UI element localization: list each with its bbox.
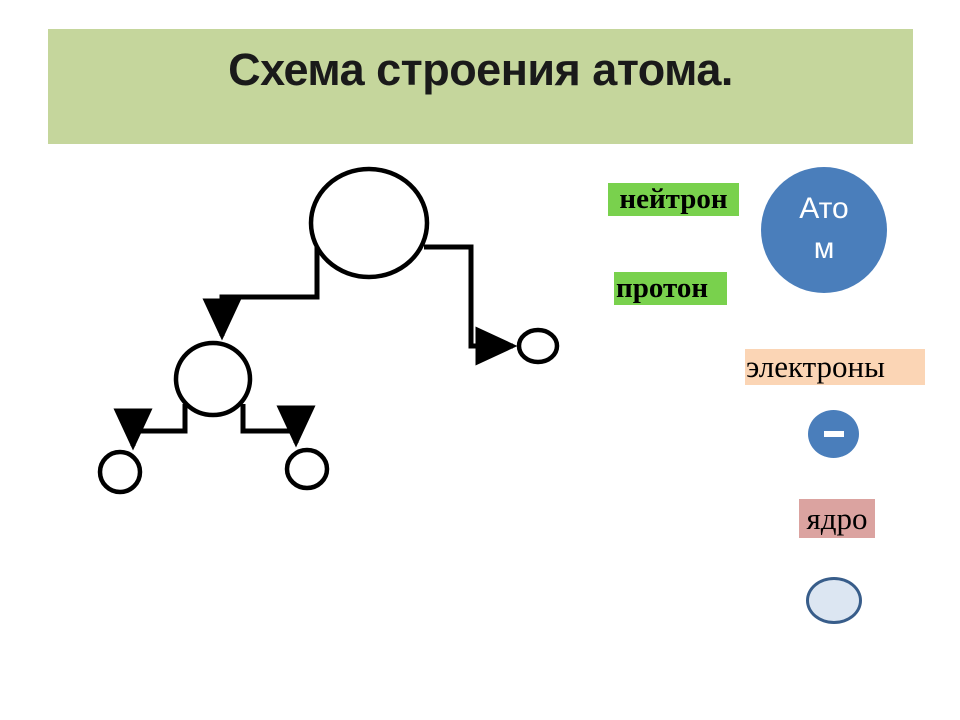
- connector-nucleus-to-proton: [113, 404, 188, 451]
- diagram-node-atom: [308, 166, 430, 280]
- legend-label-nucleus: ядро: [799, 499, 875, 538]
- page-title: Схема строения атома.: [228, 44, 733, 95]
- connector-nucleus-to-neutron: [240, 404, 316, 448]
- legend-label-electrons: электроны: [745, 349, 925, 385]
- diagram-node-nucleus: [173, 340, 253, 418]
- legend-shape-electron: [808, 410, 859, 458]
- connector-atom-to-electron: [424, 244, 518, 366]
- legend-atom-label-line2: м: [813, 232, 835, 265]
- diagram-node-electron: [516, 327, 560, 365]
- minus-sign-icon: [823, 431, 844, 437]
- legend-label-neutron: нейтрон: [608, 183, 739, 216]
- diagram-node-proton: [97, 449, 143, 495]
- legend-label-proton: протон: [614, 272, 727, 305]
- legend-atom-label-line1: Ато: [799, 192, 849, 225]
- diagram-node-neutron: [284, 447, 330, 491]
- legend-shape-atom: Ато м: [761, 167, 887, 293]
- legend-shape-nucleus: [806, 577, 862, 624]
- title-banner: [48, 29, 913, 144]
- connector-atom-to-nucleus: [202, 247, 320, 341]
